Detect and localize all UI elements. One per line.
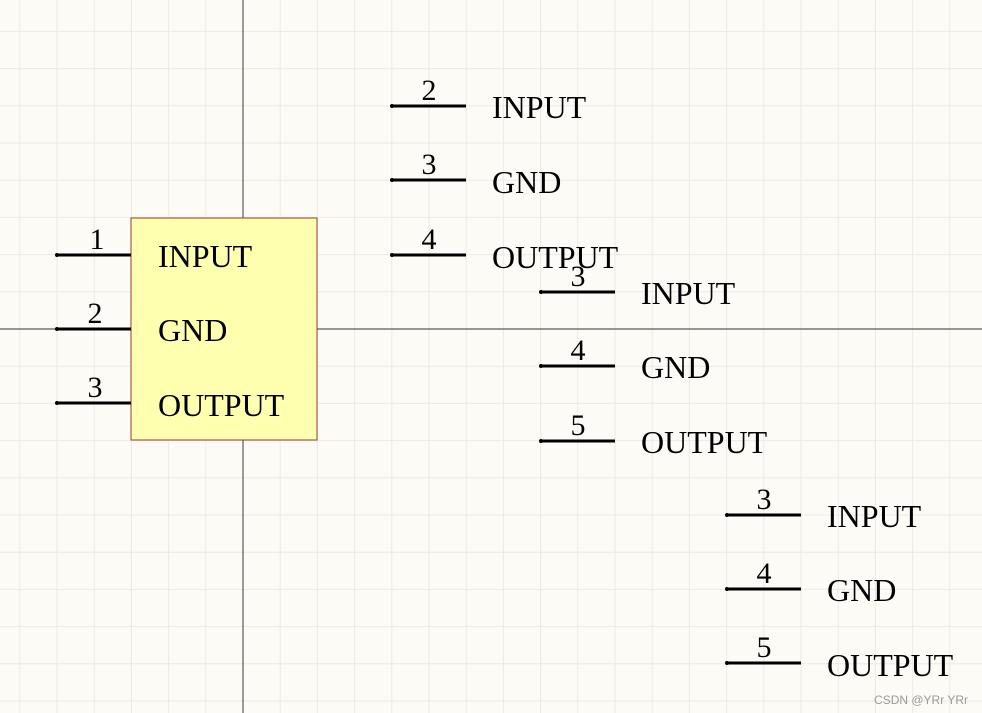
pin-name: OUTPUT: [827, 647, 954, 683]
pin-endpoint: [390, 104, 394, 108]
pin[interactable]: 2 INPUT: [390, 74, 587, 125]
pin-endpoint: [55, 401, 59, 405]
pin-name: GND: [827, 572, 896, 608]
pin-endpoint: [539, 290, 543, 294]
pin-name: INPUT: [827, 498, 922, 534]
pin-group-1[interactable]: 2 INPUT 3 GND 4 OUTPUT: [390, 74, 619, 275]
component-pin-3[interactable]: 3 OUTPUT: [55, 371, 285, 423]
pin-endpoint: [55, 327, 59, 331]
component-pin-1[interactable]: 1 INPUT: [55, 223, 253, 274]
pin-name: INPUT: [641, 275, 736, 311]
pin-number: 4: [422, 223, 437, 256]
pin-endpoint: [390, 253, 394, 257]
pin-name: OUTPUT: [641, 424, 768, 460]
pin[interactable]: 3 GND: [390, 148, 561, 200]
pin-endpoint: [725, 513, 729, 517]
pin-number: 3: [88, 371, 103, 404]
watermark: CSDN @YRr YRr: [874, 693, 968, 707]
pin-name: OUTPUT: [492, 239, 619, 275]
component-symbol[interactable]: 1 INPUT 2 GND 3 OUTPUT: [55, 217, 318, 441]
pin-number: 5: [571, 409, 586, 442]
component-pin-2[interactable]: 2 GND: [55, 297, 227, 348]
pin-endpoint: [55, 253, 59, 257]
pin-number: 3: [571, 260, 586, 293]
pin-name: GND: [641, 349, 710, 385]
pin-endpoint: [725, 587, 729, 591]
pin-number: 4: [571, 334, 586, 367]
pin-name: INPUT: [158, 238, 253, 274]
pin[interactable]: 5 OUTPUT: [539, 409, 768, 460]
pin-endpoint: [390, 178, 394, 182]
pin-number: 3: [757, 483, 772, 516]
pin-group-3[interactable]: 3 INPUT 4 GND 5 OUTPUT: [725, 483, 954, 683]
pin-name: INPUT: [492, 89, 587, 125]
pin-number: 5: [757, 631, 772, 664]
pin-group-2[interactable]: 3 INPUT 4 GND 5 OUTPUT: [539, 260, 768, 460]
pin-name: GND: [158, 312, 227, 348]
pin-number: 4: [757, 557, 772, 590]
component-body[interactable]: [130, 217, 318, 441]
pin-endpoint: [725, 661, 729, 665]
pin-endpoint: [539, 364, 543, 368]
pin-number: 1: [90, 223, 105, 256]
pin[interactable]: 3 INPUT: [539, 260, 736, 311]
pin-number: 2: [88, 297, 103, 330]
pin-number: 2: [422, 74, 437, 107]
pin[interactable]: 4 OUTPUT: [390, 223, 619, 275]
pin-name: OUTPUT: [158, 387, 285, 423]
pin[interactable]: 4 GND: [539, 334, 710, 385]
pin-endpoint: [539, 439, 543, 443]
pin[interactable]: 4 GND: [725, 557, 896, 608]
pin-number: 3: [422, 148, 437, 181]
pin[interactable]: 3 INPUT: [725, 483, 922, 534]
pin[interactable]: 5 OUTPUT: [725, 631, 954, 683]
pin-name: GND: [492, 164, 561, 200]
